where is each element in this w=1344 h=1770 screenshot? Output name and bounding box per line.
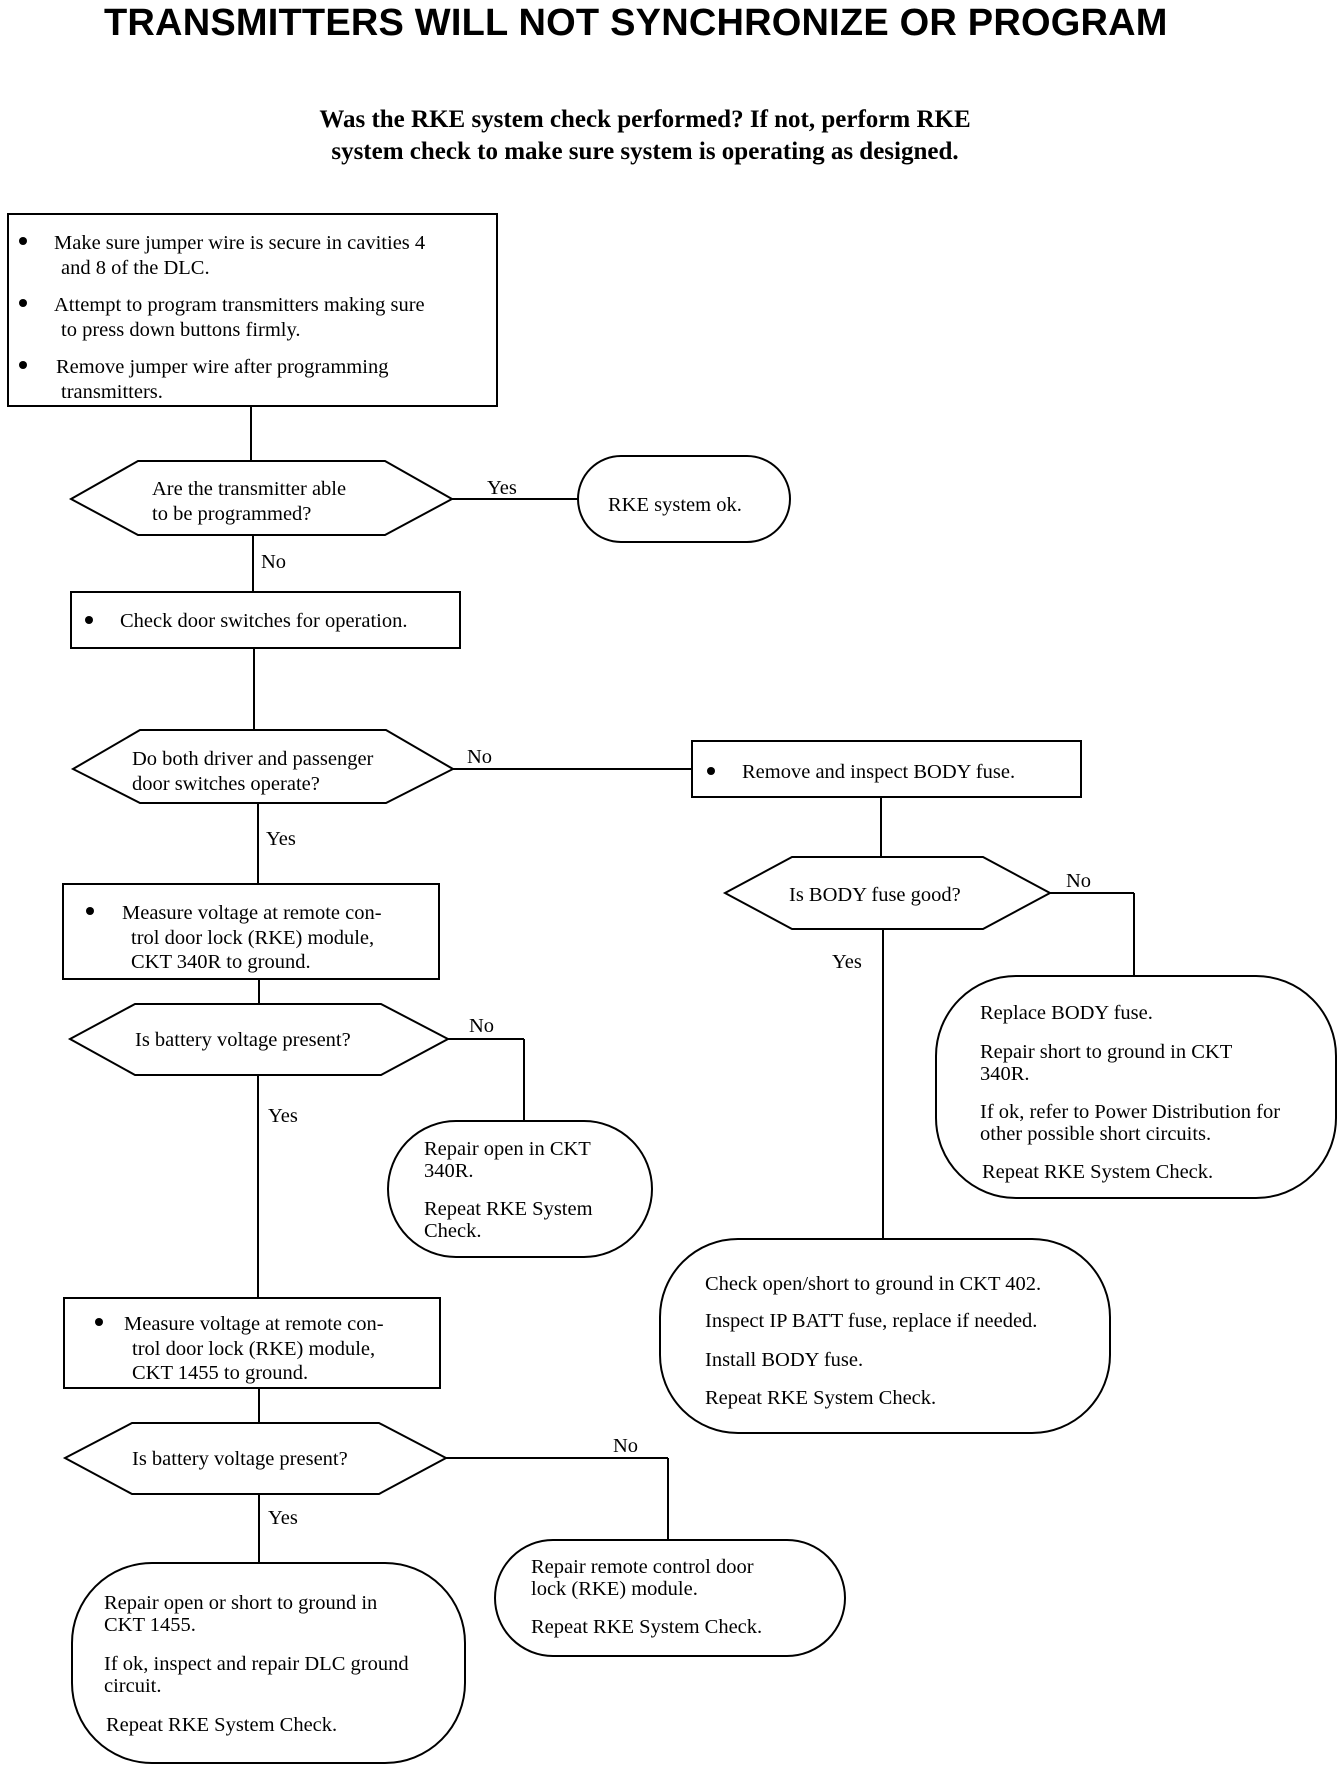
decision-door-switches bbox=[70, 729, 456, 804]
measure-340r-line-3: CKT 340R to ground. bbox=[131, 951, 311, 973]
repair-open-340r-p2-line-2: Check. bbox=[424, 1220, 482, 1242]
bullet-icon bbox=[19, 237, 27, 245]
replace-body-fuse-p2-line-1: Repair short to ground in CKT bbox=[980, 1041, 1233, 1063]
replace-body-fuse-p1: Replace BODY fuse. bbox=[980, 1002, 1153, 1024]
start-bullet-1-line-2: and 8 of the DLC. bbox=[61, 257, 210, 279]
repair-1455-p2-line-1: If ok, inspect and repair DLC ground bbox=[104, 1653, 409, 1675]
terminal-replace-body-fuse bbox=[935, 975, 1337, 1199]
ckt402-p4: Repeat RKE System Check. bbox=[705, 1387, 936, 1409]
bullet-icon bbox=[86, 907, 94, 915]
terminal-repair-1455 bbox=[71, 1562, 466, 1764]
repair-open-340r-p2-line-1: Repeat RKE System bbox=[424, 1198, 593, 1220]
bullet-icon bbox=[707, 767, 715, 775]
start-bullet-3-line-2: transmitters. bbox=[61, 381, 163, 403]
terminal-repair-open-340r bbox=[387, 1120, 653, 1258]
page-title: TRANSMITTERS WILL NOT SYNCHRONIZE OR PRO… bbox=[104, 2, 1168, 44]
label-yes-battery-1455: Yes bbox=[268, 1507, 298, 1529]
process-box-measure-1455 bbox=[63, 1297, 441, 1389]
subtitle-line-2: system check to make sure system is oper… bbox=[331, 138, 959, 165]
decision-door-line-1: Do both driver and passenger bbox=[132, 748, 374, 770]
decision-battery-1455-text: Is battery voltage present? bbox=[132, 1448, 348, 1470]
process-box-door-switches bbox=[70, 591, 461, 649]
measure-340r-line-2: trol door lock (RKE) module, bbox=[131, 927, 374, 949]
measure-1455-line-1: Measure voltage at remote con- bbox=[124, 1313, 384, 1335]
repair-open-340r-p1-line-1: Repair open in CKT bbox=[424, 1138, 591, 1160]
ckt402-p1: Check open/short to ground in CKT 402. bbox=[705, 1273, 1041, 1295]
label-yes-battery-340r: Yes bbox=[268, 1105, 298, 1127]
decision-program-line-2: to be programmed? bbox=[152, 503, 311, 525]
repair-1455-p2-line-2: circuit. bbox=[104, 1675, 162, 1697]
terminal-repair-module bbox=[494, 1539, 846, 1657]
repair-module-p1-line-2: lock (RKE) module. bbox=[531, 1578, 698, 1600]
repair-open-340r-p1-line-2: 340R. bbox=[424, 1160, 474, 1182]
repair-1455-p3: Repeat RKE System Check. bbox=[106, 1714, 337, 1736]
label-no-fuse: No bbox=[1066, 870, 1091, 892]
replace-body-fuse-p4: Repeat RKE System Check. bbox=[982, 1161, 1213, 1183]
measure-340r-line-1: Measure voltage at remote con- bbox=[122, 902, 382, 924]
process-box-start bbox=[7, 213, 498, 407]
decision-program bbox=[68, 460, 455, 536]
door-switch-box-text: Check door switches for operation. bbox=[120, 610, 408, 632]
measure-1455-line-2: trol door lock (RKE) module, bbox=[132, 1338, 375, 1360]
replace-body-fuse-p3-line-2: other possible short circuits. bbox=[980, 1123, 1211, 1145]
replace-body-fuse-p2-line-2: 340R. bbox=[980, 1063, 1030, 1085]
subtitle-line-1: Was the RKE system check performed? If n… bbox=[319, 106, 971, 133]
label-yes-program: Yes bbox=[487, 477, 517, 499]
decision-battery-340r bbox=[67, 1003, 451, 1076]
terminal-rke-ok bbox=[577, 455, 791, 543]
terminal-rke-ok-text: RKE system ok. bbox=[608, 494, 742, 516]
measure-1455-line-3: CKT 1455 to ground. bbox=[132, 1362, 308, 1384]
decision-program-line-1: Are the transmitter able bbox=[152, 478, 346, 500]
process-box-body-fuse bbox=[691, 740, 1082, 798]
start-bullet-1-line-1: Make sure jumper wire is secure in cavit… bbox=[54, 232, 425, 254]
start-bullet-3-line-1: Remove jumper wire after programming bbox=[56, 356, 388, 378]
ckt402-p3: Install BODY fuse. bbox=[705, 1349, 863, 1371]
decision-battery-1455 bbox=[62, 1422, 449, 1495]
label-yes-door: Yes bbox=[266, 828, 296, 850]
decision-door-line-2: door switches operate? bbox=[132, 773, 320, 795]
label-no-battery-340r: No bbox=[469, 1015, 494, 1037]
bullet-icon bbox=[95, 1318, 103, 1326]
bullet-icon bbox=[85, 616, 93, 624]
decision-battery-340r-text: Is battery voltage present? bbox=[135, 1029, 351, 1051]
label-no-door: No bbox=[467, 746, 492, 768]
start-bullet-2-line-2: to press down buttons firmly. bbox=[61, 319, 301, 341]
bullet-icon bbox=[19, 361, 27, 369]
label-no-program: No bbox=[261, 551, 286, 573]
repair-module-p2: Repeat RKE System Check. bbox=[531, 1616, 762, 1638]
repair-module-p1-line-1: Repair remote control door bbox=[531, 1556, 754, 1578]
label-no-battery-1455: No bbox=[613, 1435, 638, 1457]
bullet-icon bbox=[19, 299, 27, 307]
start-bullet-2-line-1: Attempt to program transmitters making s… bbox=[54, 294, 425, 316]
terminal-check-ckt-402 bbox=[659, 1238, 1111, 1434]
subtitle: Was the RKE system check performed? If n… bbox=[0, 104, 1290, 168]
process-box-measure-340r bbox=[62, 883, 440, 980]
decision-fuse-text: Is BODY fuse good? bbox=[789, 884, 961, 906]
ckt402-p2: Inspect IP BATT fuse, replace if needed. bbox=[705, 1310, 1037, 1332]
repair-1455-p1-line-2: CKT 1455. bbox=[104, 1614, 196, 1636]
replace-body-fuse-p3-line-1: If ok, refer to Power Distribution for bbox=[980, 1101, 1280, 1123]
repair-1455-p1-line-1: Repair open or short to ground in bbox=[104, 1592, 377, 1614]
body-fuse-box-text: Remove and inspect BODY fuse. bbox=[742, 761, 1015, 783]
label-yes-fuse: Yes bbox=[832, 951, 862, 973]
decision-body-fuse bbox=[722, 856, 1053, 930]
